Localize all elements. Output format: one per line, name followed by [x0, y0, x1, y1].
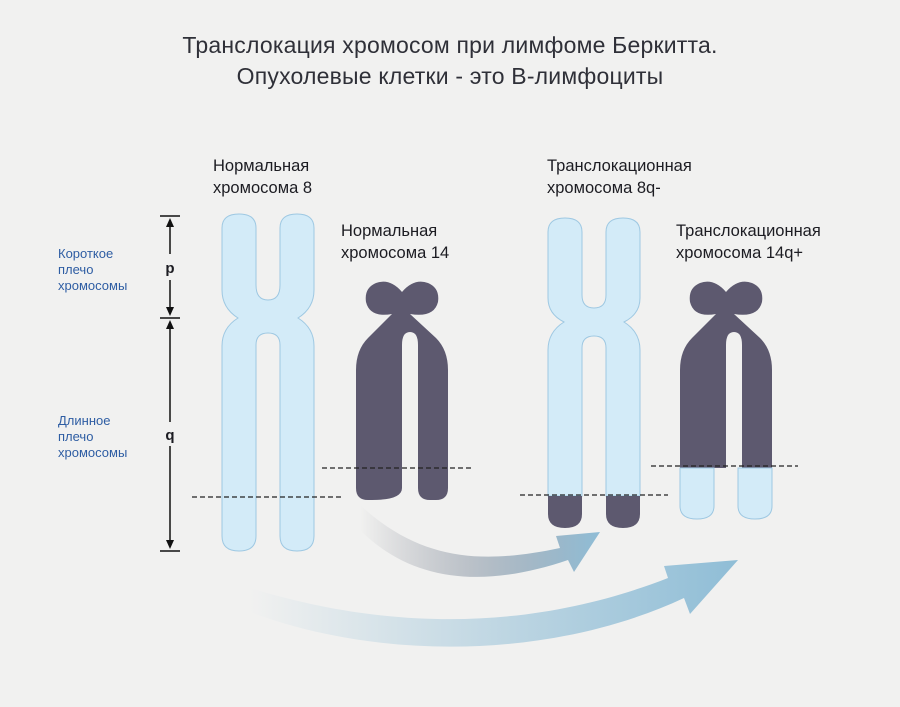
label-line: хромосома 8: [213, 179, 313, 197]
label-short-arm: Короткое плечо хромосомы: [58, 246, 127, 294]
label-line: Нормальная: [213, 157, 310, 175]
q-marker: q: [165, 427, 174, 444]
title-line-1: Транслокация хромосом при лимфоме Беркит…: [182, 32, 718, 58]
label-normal-chromosome-8: Нормальная хромосома 8: [213, 155, 312, 199]
label-line: хромосома 14q+: [676, 244, 804, 262]
label-line: Транслокационная: [676, 222, 821, 240]
translocation-chromosome-14q: [679, 281, 773, 520]
translocation-chromosome-8q: [547, 217, 641, 528]
p-marker: p: [165, 260, 174, 277]
arm-label-line: хромосомы: [58, 278, 128, 293]
translocation-arrow-upper: [360, 505, 600, 577]
label-line: Нормальная: [341, 222, 438, 240]
break-lines: [192, 465, 798, 498]
label-line: хромосома 8q-: [547, 179, 661, 197]
label-normal-chromosome-14: Нормальная хромосома 14: [341, 220, 449, 264]
arm-label-line: хромосомы: [58, 445, 128, 460]
label-line: хромосома 14: [341, 244, 450, 262]
normal-chromosome-14: [356, 281, 448, 500]
page-title: Транслокация хромосом при лимфоме Беркит…: [0, 30, 900, 92]
arm-measure-bar: [160, 215, 180, 552]
translocation-arrow-lower: [250, 560, 738, 647]
arm-label-line: плечо: [58, 262, 94, 277]
arm-label-line: плечо: [58, 429, 94, 444]
label-translocation-chromosome-14q: Транслокационная хромосома 14q+: [676, 220, 821, 264]
label-long-arm: Длинное плечо хромосомы: [58, 413, 127, 461]
label-translocation-chromosome-8q: Транслокационная хромосома 8q-: [547, 155, 692, 199]
title-line-2: Опухолевые клетки - это В-лимфоциты: [236, 63, 664, 89]
normal-chromosome-8: [221, 213, 315, 552]
arm-label-line: Короткое: [58, 246, 114, 261]
label-line: Транслокационная: [547, 157, 692, 175]
arm-label-line: Длинное: [58, 413, 111, 428]
